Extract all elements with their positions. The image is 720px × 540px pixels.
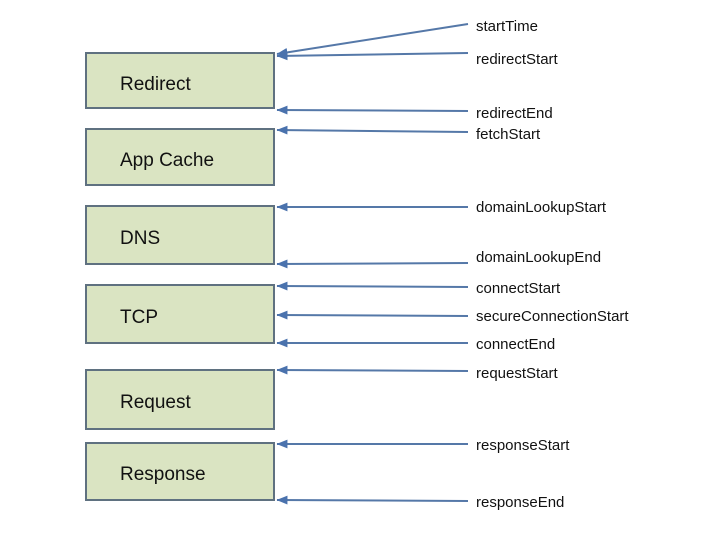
phase-box-response: Response <box>85 442 275 501</box>
timing-label-fetchStart: fetchStart <box>476 126 541 143</box>
phase-box-label: App Cache <box>120 150 214 171</box>
phase-box-request: Request <box>85 369 275 430</box>
timing-marker-secureConnectionStart: secureConnectionStart <box>276 308 629 325</box>
arrow-domainLookupEnd <box>276 259 469 269</box>
timing-label-domainLookupStart: domainLookupStart <box>476 199 607 216</box>
phase-box-rect <box>85 205 275 265</box>
timing-marker-responseStart: responseStart <box>276 437 570 454</box>
arrow-redirectStart <box>276 51 469 61</box>
phase-box-redirect: Redirect <box>85 52 275 109</box>
timing-label-connectEnd: connectEnd <box>476 336 555 353</box>
phase-box-dns: DNS <box>85 205 275 265</box>
timing-label-redirectEnd: redirectEnd <box>476 105 553 122</box>
arrow-requestStart <box>276 365 469 375</box>
timing-marker-startTime: startTime <box>276 18 538 57</box>
phase-box-label: Response <box>120 464 206 485</box>
timing-marker-redirectStart: redirectStart <box>276 51 559 68</box>
phase-box-rect <box>85 128 275 186</box>
arrow-responseEnd <box>276 495 469 505</box>
timing-marker-responseEnd: responseEnd <box>276 494 564 511</box>
timing-label-responseStart: responseStart <box>476 437 570 454</box>
phase-box-label: TCP <box>120 307 158 328</box>
phase-box-label: DNS <box>120 228 160 249</box>
phase-box-rect <box>85 442 275 501</box>
timing-marker-connectEnd: connectEnd <box>276 336 555 353</box>
phase-box-rect <box>85 284 275 344</box>
phase-box-tcp: TCP <box>85 284 275 344</box>
arrow-startTime <box>276 23 469 57</box>
phase-box-rect <box>85 369 275 430</box>
timing-label-connectStart: connectStart <box>476 280 561 297</box>
timing-marker-connectStart: connectStart <box>276 280 561 297</box>
timing-marker-requestStart: requestStart <box>276 365 559 382</box>
timing-label-redirectStart: redirectStart <box>476 51 559 68</box>
arrow-fetchStart <box>276 125 469 135</box>
timing-label-startTime: startTime <box>476 18 538 35</box>
timing-marker-fetchStart: fetchStart <box>276 125 541 143</box>
timing-marker-domainLookupEnd: domainLookupEnd <box>276 249 601 269</box>
arrow-redirectEnd <box>276 105 469 115</box>
timing-label-secureConnectionStart: secureConnectionStart <box>476 308 629 325</box>
phase-box-label: Redirect <box>120 74 191 95</box>
timing-marker-redirectEnd: redirectEnd <box>276 105 553 122</box>
arrow-secureConnectionStart <box>276 310 469 320</box>
timing-label-domainLookupEnd: domainLookupEnd <box>476 249 601 266</box>
timing-label-responseEnd: responseEnd <box>476 494 564 511</box>
arrow-connectStart <box>276 281 469 291</box>
timing-label-requestStart: requestStart <box>476 365 559 382</box>
timing-marker-domainLookupStart: domainLookupStart <box>276 199 607 216</box>
phase-box-app-cache: App Cache <box>85 128 275 186</box>
phase-box-label: Request <box>120 392 191 413</box>
phase-box-rect <box>85 52 275 109</box>
